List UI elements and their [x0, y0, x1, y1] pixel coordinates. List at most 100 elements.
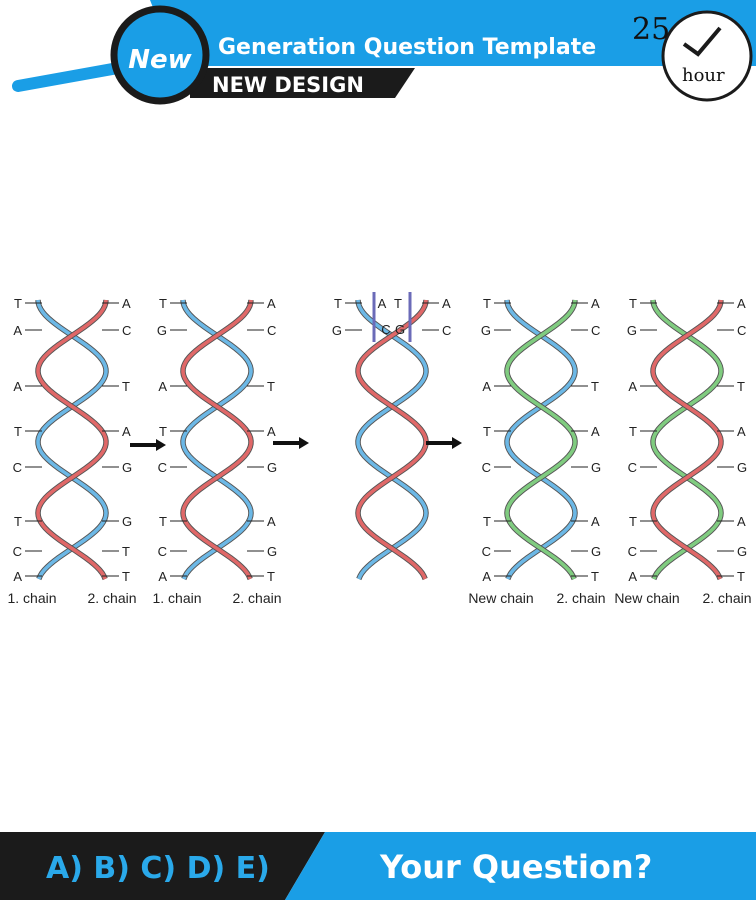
dna-strand	[356, 299, 428, 580]
base-letter: T	[591, 379, 599, 394]
dna-strand	[181, 299, 253, 580]
base-letter: T	[159, 424, 167, 439]
base-letter: A	[737, 514, 746, 529]
base-letter: A	[482, 569, 491, 584]
base-letter: C	[482, 544, 491, 559]
footer-black-band	[0, 832, 325, 900]
dna-strand-outline	[355, 299, 429, 581]
base-letter: T	[629, 424, 637, 439]
base-letter: G	[627, 323, 637, 338]
base-letter: A	[737, 296, 746, 311]
base-letter: G	[157, 323, 167, 338]
chain-label: 2. chain	[702, 590, 751, 606]
base-letter: A	[158, 379, 167, 394]
chain-label: 1. chain	[152, 590, 201, 606]
base-letter: A	[267, 424, 276, 439]
header-banner: New Generation Question Template NEW DES…	[12, 0, 756, 105]
base-letter: A	[13, 323, 22, 338]
base-letter: A	[13, 379, 22, 394]
base-letter: A	[591, 296, 600, 311]
header-title: Generation Question Template	[218, 35, 596, 60]
base-letter: T	[629, 514, 637, 529]
base-letter: G	[332, 323, 342, 338]
chain-label: New chain	[468, 590, 533, 606]
magnifier-lens	[110, 5, 210, 105]
base-letter: A	[267, 296, 276, 311]
base-letter: C	[13, 544, 22, 559]
base-letter: T	[629, 296, 637, 311]
base-letter: C	[442, 323, 451, 338]
dna-strand-outline	[35, 299, 109, 581]
clock-unit: hour	[682, 65, 725, 86]
base-letter: T	[483, 424, 491, 439]
base-letter: G	[395, 322, 405, 337]
base-letter: T	[483, 296, 491, 311]
base-letter: T	[737, 379, 745, 394]
base-letter: T	[159, 514, 167, 529]
base-letter: C	[13, 460, 22, 475]
question-prompt: Your Question?	[379, 848, 652, 886]
base-letter: T	[14, 296, 22, 311]
base-letter: T	[591, 569, 599, 584]
base-letter: G	[122, 460, 132, 475]
dna-strand-outline	[650, 299, 724, 581]
base-letter: A	[13, 569, 22, 584]
dna-strand-outline	[504, 299, 578, 581]
base-letter: A	[628, 379, 637, 394]
magnifier-handle	[12, 62, 124, 92]
base-letter: T	[483, 514, 491, 529]
base-letter: A	[591, 514, 600, 529]
base-letter: A	[442, 296, 451, 311]
base-letter: G	[122, 514, 132, 529]
dna-strand	[356, 299, 428, 580]
base-letter: A	[267, 514, 276, 529]
base-letter: T	[737, 569, 745, 584]
clock-number: 25	[632, 12, 670, 47]
clock-icon: 25 hour	[632, 10, 753, 102]
base-letter: A	[591, 424, 600, 439]
base-letter: A	[122, 296, 131, 311]
chain-label: 1. chain	[7, 590, 56, 606]
dna-strand	[36, 299, 108, 580]
dna-strand	[651, 299, 723, 580]
base-letter: C	[381, 322, 390, 337]
dna-strand-outline	[35, 299, 109, 581]
chain-label: New chain	[614, 590, 679, 606]
base-letter: C	[482, 460, 491, 475]
base-letter: A	[737, 424, 746, 439]
base-letter: G	[737, 544, 747, 559]
base-letter: A	[122, 424, 131, 439]
base-letter: T	[122, 379, 130, 394]
base-letter: G	[591, 544, 601, 559]
dna-strand-outline	[355, 299, 429, 581]
base-letter: T	[159, 296, 167, 311]
base-letter: C	[737, 323, 746, 338]
base-letter: C	[591, 323, 600, 338]
base-letter: G	[267, 544, 277, 559]
arrow-icon	[130, 439, 166, 451]
base-letter: C	[158, 544, 167, 559]
base-letter: G	[267, 460, 277, 475]
dna-strand	[505, 299, 577, 580]
dna-strand-outline	[180, 299, 254, 581]
base-letter: C	[628, 544, 637, 559]
chain-label: 2. chain	[232, 590, 281, 606]
new-badge: New	[128, 45, 192, 75]
base-letter: G	[591, 460, 601, 475]
base-letter: A	[482, 379, 491, 394]
base-letter: T	[14, 424, 22, 439]
base-letter: C	[628, 460, 637, 475]
base-letter: C	[158, 460, 167, 475]
dna-strand	[181, 299, 253, 580]
base-letter: C	[122, 323, 131, 338]
chain-label: 2. chain	[556, 590, 605, 606]
footer-blue-band	[285, 832, 756, 900]
dna-strand	[505, 299, 577, 580]
base-letter: G	[737, 460, 747, 475]
